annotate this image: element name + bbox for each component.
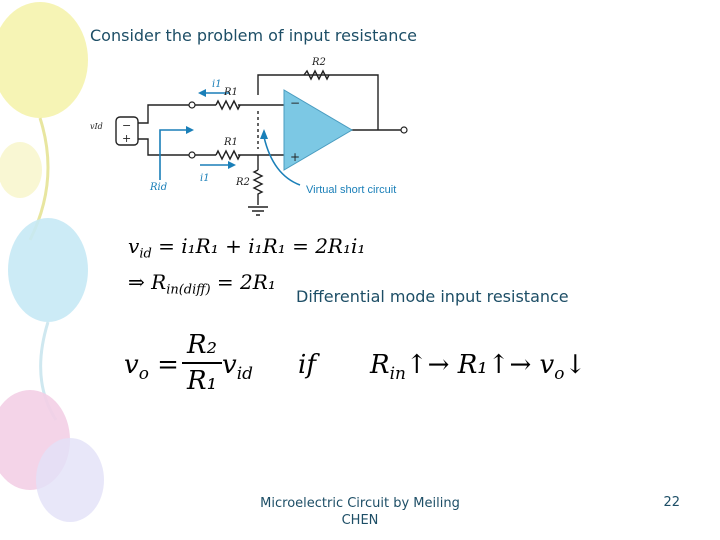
balloon-lavender xyxy=(36,438,104,522)
eq3-rhs-sub: id xyxy=(236,362,253,383)
eq4-if: if xyxy=(298,350,316,380)
equation-trend: Rin↑→ R₁↑→ vo↓ xyxy=(370,350,586,383)
equation-vo-rhs: vid xyxy=(222,350,253,383)
r2-label: R2 xyxy=(311,57,326,68)
eq4-up2: ↑→ xyxy=(487,350,532,380)
eq4-v: v xyxy=(539,350,555,380)
i1-top-label: i1 xyxy=(212,79,222,90)
eq2-lhs: R xyxy=(151,270,167,294)
balloon-yellow-small xyxy=(0,142,42,198)
balloon-string-2 xyxy=(39,321,58,421)
opamp-circuit-diagram: R2 R1 R1 R2 vId − + − + i1 i1 Rid Virtua… xyxy=(90,57,408,216)
eq3-equals: = xyxy=(157,350,179,380)
equation-rin-diff: ⇒ Rin(diff) = 2R₁ xyxy=(128,270,276,298)
eq1-lhs-sub: id xyxy=(139,246,152,262)
eq4-up1: ↑→ xyxy=(405,350,450,380)
gain-fraction: R₂ R₁ xyxy=(182,330,222,396)
r2-ground-resistor xyxy=(252,169,264,205)
eq4-v-sub: o xyxy=(554,362,565,383)
opamp-plus: + xyxy=(290,150,300,164)
eq3-rhs: v xyxy=(222,350,237,380)
opamp-minus: − xyxy=(290,96,300,110)
eq4-r: R xyxy=(370,350,390,380)
r1-top-resistor xyxy=(215,99,241,111)
eq2-rhs: = 2R₁ xyxy=(216,270,276,294)
fraction-bar xyxy=(182,362,222,364)
feedback-wire xyxy=(257,74,379,130)
r2-feedback-resistor xyxy=(303,69,330,81)
bottom-terminal xyxy=(188,151,196,159)
eq1-rhs: = i₁R₁ + i₁R₁ = 2R₁i₁ xyxy=(158,234,366,258)
source-minus: − xyxy=(122,119,131,132)
r1-top-label: R1 xyxy=(223,87,238,98)
fraction-denominator: R₁ xyxy=(187,365,217,396)
eq4-r-sub: in xyxy=(389,362,406,383)
fraction-numerator: R₂ xyxy=(187,330,217,360)
ground-symbol xyxy=(248,206,268,216)
eq3-lhs-sub: o xyxy=(138,362,149,383)
eq1-lhs: v xyxy=(128,234,140,258)
rid-arrowhead xyxy=(186,126,194,134)
virtual-short-arrow xyxy=(263,136,301,186)
r1-mid-resistor xyxy=(215,149,241,161)
output-terminal xyxy=(400,126,408,134)
equation-vid: vid = i₁R₁ + i₁R₁ = 2R₁i₁ xyxy=(128,234,365,262)
eq4-down: ↓ xyxy=(564,350,587,380)
rid-label: Rid xyxy=(149,182,167,193)
page-number: 22 xyxy=(663,495,680,510)
source-wires xyxy=(138,104,190,156)
vid-label: vId xyxy=(90,122,103,131)
slide-footer: Microelectric Circuit by Meiling CHEN xyxy=(260,496,460,528)
eq2-lhs-sub: in(diff) xyxy=(166,282,211,298)
virtual-short-arrowhead xyxy=(260,129,268,139)
i1-bottom-arrowhead xyxy=(228,161,236,169)
eq2-arrow: ⇒ xyxy=(128,270,145,294)
r2-bottom-label: R2 xyxy=(235,177,250,188)
r1-mid-label: R1 xyxy=(223,137,238,148)
virtual-short-label: Virtual short circuit xyxy=(306,184,396,196)
i1-bottom-label: i1 xyxy=(200,173,210,184)
balloon-yellow xyxy=(0,2,88,118)
equation-vo-lhs: vo = xyxy=(124,350,179,383)
vid-source xyxy=(115,116,139,146)
opamp-triangle xyxy=(283,89,353,171)
eq4-r1: R₁ xyxy=(457,350,488,380)
top-terminal xyxy=(188,101,196,109)
equation-if: if xyxy=(298,350,316,380)
slide-title: Consider the problem of input resistance xyxy=(90,26,417,45)
balloon-pink xyxy=(0,390,70,490)
source-plus: + xyxy=(122,132,131,145)
balloon-blue xyxy=(8,218,88,322)
balloon-string xyxy=(28,117,50,241)
eq3-lhs: v xyxy=(124,350,139,380)
rid-arrow xyxy=(159,129,186,180)
i1-top-arrowhead xyxy=(198,89,206,97)
differential-mode-caption: Differential mode input resistance xyxy=(296,287,569,306)
